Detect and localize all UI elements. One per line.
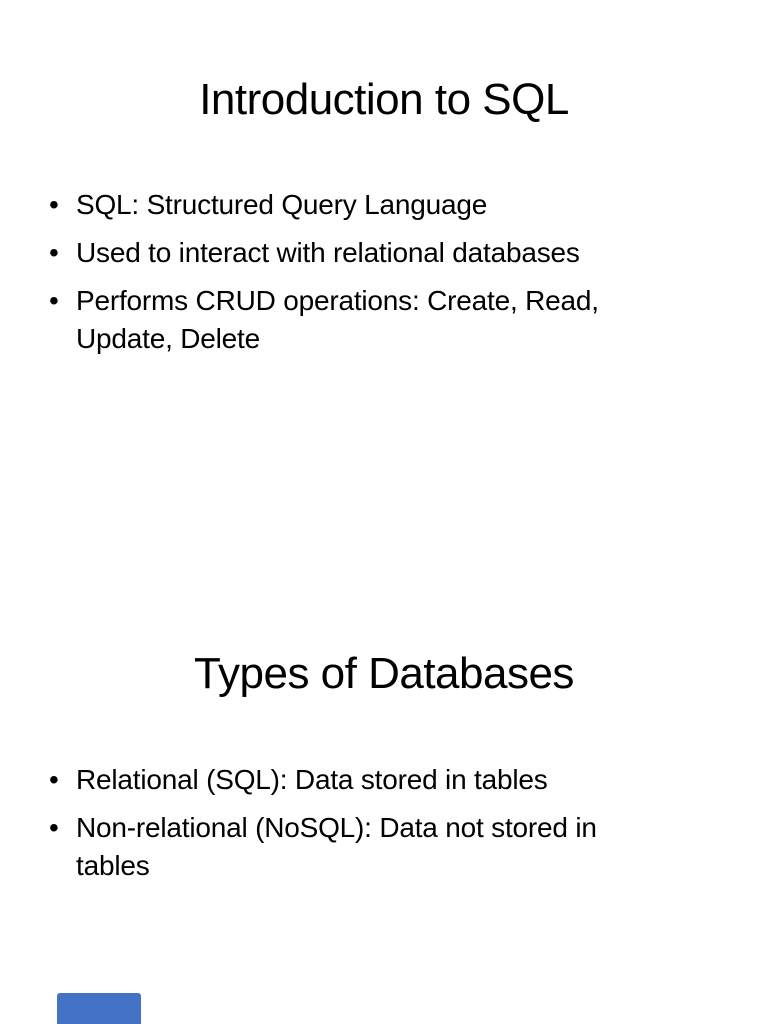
bullet-text: Relational (SQL): Data stored in tables — [76, 764, 548, 795]
bullet-item: • Used to interact with relational datab… — [48, 234, 688, 272]
slide-1-bullet-list: • SQL: Structured Query Language • Used … — [48, 186, 688, 368]
bullet-item: • Relational (SQL): Data stored in table… — [48, 761, 688, 799]
bullet-item: • Non-relational (NoSQL): Data not store… — [48, 809, 688, 885]
bullet-text: Non-relational (NoSQL): Data not stored … — [76, 812, 597, 843]
bullet-icon: • — [49, 189, 59, 220]
slide-2-title: Types of Databases — [194, 649, 574, 699]
bullet-text: SQL: Structured Query Language — [76, 189, 488, 220]
slide-1-title: Introduction to SQL — [199, 75, 569, 125]
bullet-icon: • — [49, 812, 59, 843]
bullet-item: • SQL: Structured Query Language — [48, 186, 688, 224]
bullet-icon: • — [49, 285, 59, 316]
slide-2-bullet-list: • Relational (SQL): Data stored in table… — [48, 761, 688, 895]
bullet-icon: • — [49, 764, 59, 795]
bullet-item: • Performs CRUD operations: Create, Read… — [48, 282, 688, 358]
next-slide-table-header-fragment — [57, 993, 141, 1024]
bullet-text-wrap: tables — [76, 850, 150, 881]
bullet-text: Used to interact with relational databas… — [76, 237, 580, 268]
bullet-text-wrap: Update, Delete — [76, 323, 260, 354]
bullet-text: Performs CRUD operations: Create, Read, — [76, 285, 599, 316]
bullet-icon: • — [49, 237, 59, 268]
